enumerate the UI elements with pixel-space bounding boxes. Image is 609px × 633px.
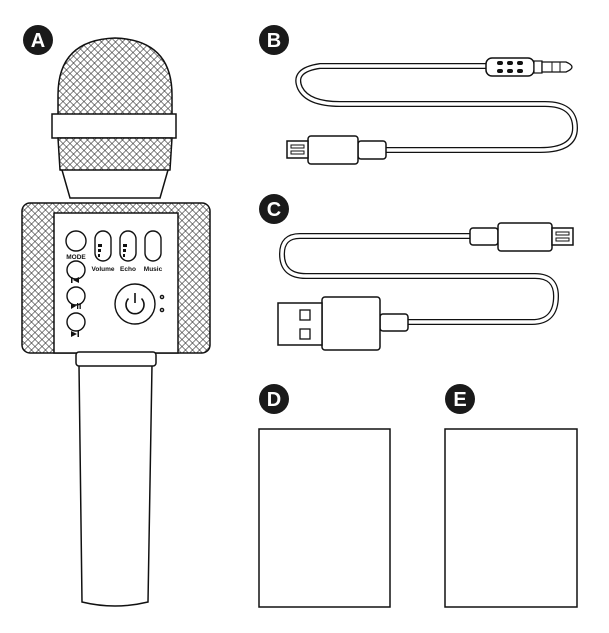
- mic-grille: [57, 37, 173, 119]
- badge-a: A: [23, 25, 53, 55]
- item-e-card: E: [444, 384, 578, 608]
- aux-micro-usb-connector: [286, 135, 387, 165]
- play-pause-button[interactable]: [66, 286, 86, 309]
- badge-b: B: [259, 25, 289, 55]
- mode-button[interactable]: MODE: [65, 230, 87, 261]
- next-button[interactable]: [66, 312, 86, 337]
- mic-neck: [61, 169, 169, 199]
- mic-handle-collar: [75, 351, 157, 367]
- card-d: [258, 428, 391, 608]
- volume-slider[interactable]: Volume: [92, 230, 115, 273]
- mic-grille-lower: [57, 137, 173, 174]
- control-panel: [53, 212, 179, 354]
- skip-back-icon: [71, 277, 79, 283]
- echo-label: Echo: [120, 266, 136, 273]
- item-d-card: D: [258, 384, 391, 608]
- badge-e: E: [445, 384, 475, 414]
- badge-e-letter: E: [453, 389, 466, 411]
- power-icon: [125, 293, 145, 315]
- mode-label: MODE: [66, 254, 86, 261]
- badge-d: D: [259, 384, 289, 414]
- card-e: [444, 428, 578, 608]
- power-button[interactable]: [114, 283, 156, 325]
- skip-forward-icon: [71, 331, 79, 337]
- music-slider[interactable]: Music: [144, 230, 163, 273]
- item-b-aux-cable: B: [259, 25, 579, 165]
- volume-label: Volume: [92, 266, 115, 273]
- echo-slider[interactable]: Echo: [119, 230, 137, 273]
- badge-c-letter: C: [267, 199, 281, 221]
- item-a-microphone: A MODE Volume Echo: [21, 25, 211, 607]
- usb-a-connector: [277, 296, 409, 351]
- indicator-led-1: [159, 294, 165, 300]
- mic-grille-band: [51, 113, 177, 139]
- badge-d-letter: D: [267, 389, 281, 411]
- aux-jack-connector: [485, 57, 573, 77]
- indicator-led-2: [159, 307, 165, 313]
- play-pause-icon: [71, 303, 81, 309]
- music-label: Music: [144, 266, 163, 273]
- badge-b-letter: B: [267, 30, 281, 52]
- prev-button[interactable]: [66, 260, 86, 283]
- badge-a-letter: A: [31, 30, 45, 52]
- badge-c: C: [259, 194, 289, 224]
- usb-micro-connector: [469, 222, 574, 252]
- item-c-usb-cable: C: [259, 194, 574, 351]
- mic-handle: [78, 364, 153, 607]
